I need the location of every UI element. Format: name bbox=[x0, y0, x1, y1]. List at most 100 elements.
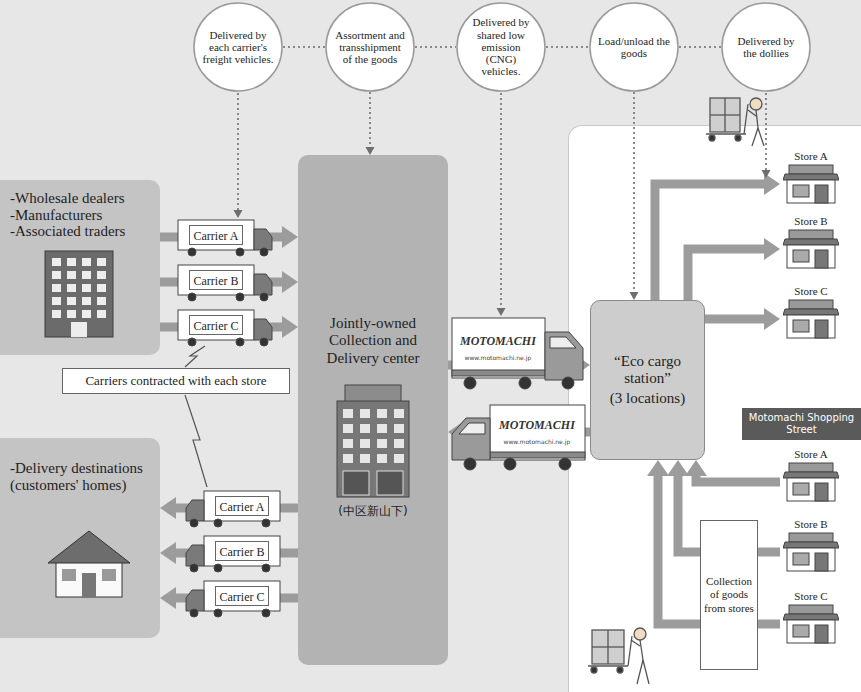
node-text: Motomachi Shopping Street bbox=[746, 412, 857, 436]
cng-truck bbox=[490, 452, 585, 458]
node-text: Store B bbox=[794, 518, 827, 530]
building-icon bbox=[377, 409, 387, 418]
carrier-tag: Carrier C bbox=[215, 586, 270, 606]
truck-icon bbox=[178, 220, 254, 250]
building-icon bbox=[67, 258, 76, 266]
store-icon bbox=[789, 533, 833, 542]
truck-icon bbox=[186, 545, 204, 566]
building-icon bbox=[52, 271, 61, 279]
truck-text-holder: MOTOMACHI bbox=[499, 415, 575, 433]
circle-outline bbox=[194, 3, 282, 91]
arrow-head bbox=[282, 226, 298, 248]
pointer-head bbox=[234, 170, 771, 316]
carrier-tag: Carrier B bbox=[189, 270, 244, 290]
dolly-worker bbox=[750, 98, 762, 110]
pointer-arrow bbox=[237, 93, 239, 211]
store-icon bbox=[783, 532, 839, 572]
building-icon bbox=[343, 471, 369, 495]
building-icon bbox=[44, 250, 114, 338]
store-icon bbox=[787, 315, 835, 338]
arrow-head bbox=[764, 238, 780, 260]
node-text: Store C bbox=[794, 285, 827, 297]
truck-url: www.motomachi.ne.jp bbox=[504, 438, 571, 445]
store-icon bbox=[815, 250, 828, 268]
dolly-worker bbox=[744, 104, 748, 134]
truck-icon bbox=[188, 293, 196, 301]
building-icon bbox=[360, 409, 370, 418]
store-icon bbox=[793, 553, 809, 565]
store-node: Store B bbox=[780, 518, 842, 574]
flow-arrow bbox=[658, 474, 780, 624]
building-icon bbox=[394, 454, 404, 463]
arrow-head bbox=[282, 316, 298, 338]
store-icon bbox=[789, 165, 833, 174]
building-icon bbox=[67, 271, 76, 279]
destination-panel: -Delivery destinations (customers' homes… bbox=[0, 438, 160, 638]
truck-text-holder: www.motomachi.ne.jp bbox=[465, 346, 532, 364]
carrier-tag: Carrier B bbox=[215, 541, 270, 561]
cng-truck bbox=[550, 337, 576, 348]
store-icon bbox=[783, 229, 839, 269]
carrier-tag: Carrier A bbox=[189, 225, 244, 245]
node-text: “Eco cargo station” bbox=[597, 353, 698, 388]
circle-outline bbox=[326, 3, 414, 91]
store-icon bbox=[783, 462, 839, 502]
step-text: Delivered by the dollies bbox=[730, 35, 802, 60]
source-panel: -Wholesale dealers-Manufacturers-Associa… bbox=[0, 180, 160, 355]
building-icon bbox=[337, 401, 409, 497]
step-circle: Assortment and transshipment of the good… bbox=[325, 2, 415, 92]
dotted-link bbox=[630, 92, 639, 300]
dolly-worker bbox=[756, 110, 758, 128]
truck-icon bbox=[214, 564, 222, 572]
step-circle: Delivered by each carrier's freight vehi… bbox=[193, 2, 283, 92]
building-icon bbox=[343, 409, 353, 418]
dotted-link bbox=[369, 92, 371, 148]
store-node: Store C bbox=[780, 285, 842, 341]
arrow-head bbox=[630, 292, 639, 300]
truck-icon bbox=[204, 491, 280, 521]
cng-truck bbox=[464, 377, 476, 389]
building-icon bbox=[394, 424, 404, 433]
truck-icon bbox=[236, 338, 244, 346]
dolly-worker bbox=[617, 667, 623, 673]
store-icon bbox=[793, 625, 809, 637]
truck-icon bbox=[254, 274, 272, 295]
truck-icon bbox=[262, 609, 270, 617]
carrier-label: Carrier A bbox=[220, 500, 265, 514]
store-node: Store A bbox=[780, 150, 842, 206]
truck-icon bbox=[178, 220, 272, 346]
flow-arrow bbox=[678, 474, 780, 552]
store-icon bbox=[783, 472, 839, 478]
carrier-tag: Carrier A bbox=[215, 496, 270, 516]
store-icon bbox=[815, 625, 828, 643]
store-icon bbox=[783, 299, 839, 339]
store-icon bbox=[815, 553, 828, 571]
truck-icon bbox=[254, 229, 272, 250]
building-icon bbox=[45, 251, 113, 337]
dolly-worker bbox=[588, 628, 649, 684]
store-icon bbox=[783, 164, 839, 204]
store-icon bbox=[783, 299, 839, 339]
truck-icon bbox=[260, 293, 268, 301]
building-icon bbox=[97, 310, 106, 318]
building-icon bbox=[377, 439, 387, 448]
truck-icon bbox=[178, 265, 254, 295]
truck-icon bbox=[188, 248, 196, 256]
store-icon bbox=[815, 185, 828, 203]
house-icon bbox=[46, 529, 152, 599]
arrow-head bbox=[667, 460, 689, 476]
dotted-link bbox=[633, 92, 635, 293]
step-circle: Delivered by the dollies bbox=[721, 2, 811, 92]
leader-line bbox=[185, 346, 207, 487]
store-icon bbox=[783, 604, 839, 644]
arrow-head bbox=[282, 271, 298, 293]
cng-truck bbox=[559, 458, 571, 470]
truck-icon bbox=[190, 519, 198, 527]
arrow-head bbox=[160, 542, 176, 564]
house-icon bbox=[46, 529, 132, 599]
store-icon bbox=[787, 620, 835, 643]
truck-icon bbox=[214, 609, 222, 617]
truck-icon bbox=[236, 248, 244, 256]
flow-arrow bbox=[688, 249, 766, 300]
building-icon bbox=[97, 284, 106, 292]
